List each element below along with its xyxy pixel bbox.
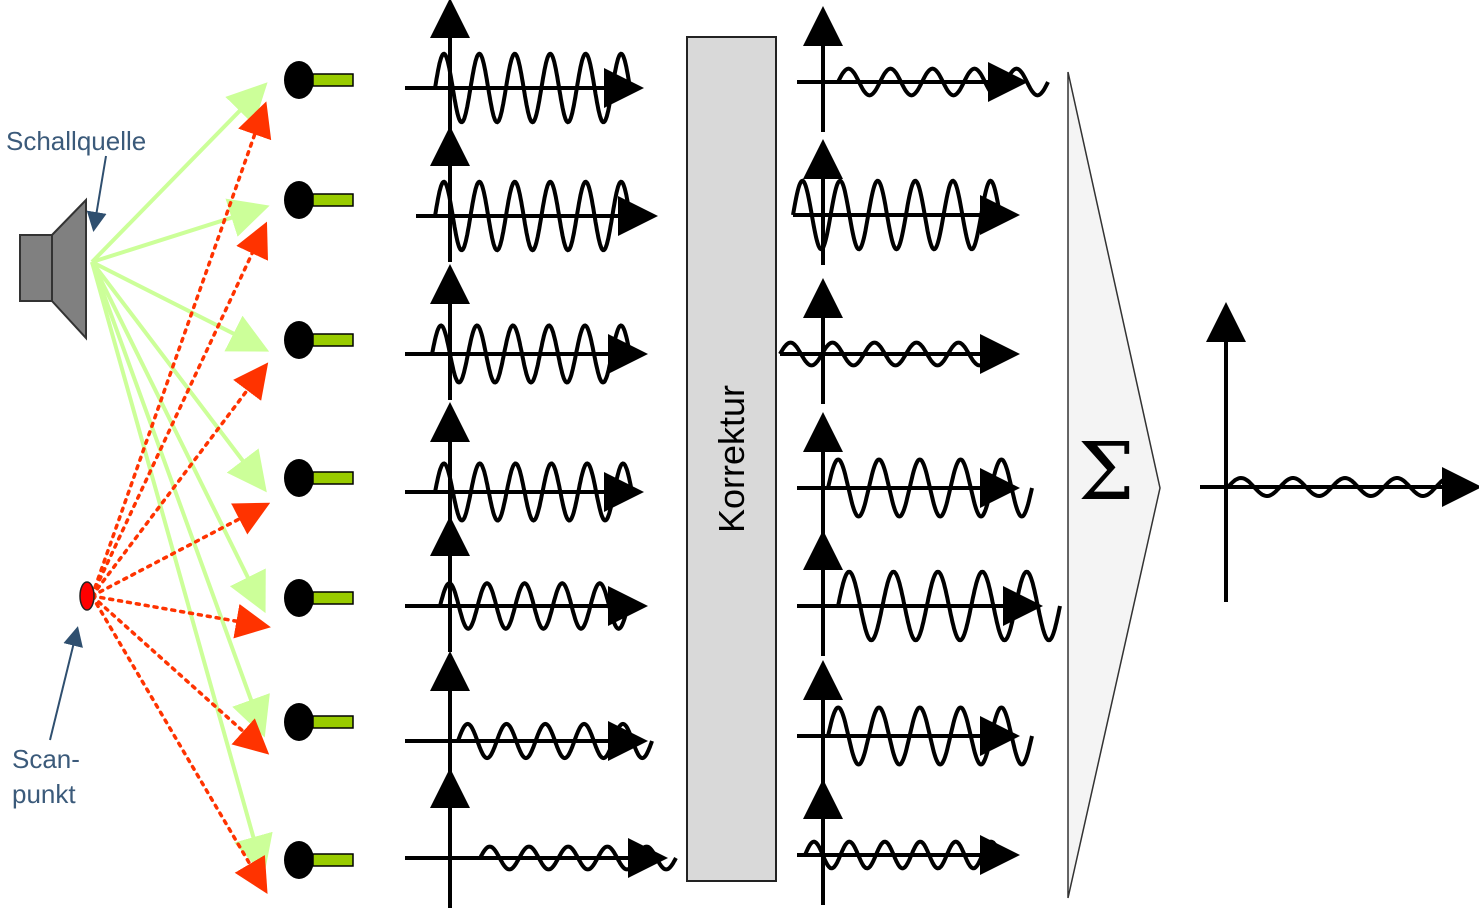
corrected-signal-2-wave (791, 178, 1002, 252)
microphone-body (312, 715, 354, 729)
input-signal-2-wave (433, 179, 632, 253)
input-signal-3-wave (430, 323, 632, 385)
scan-point-label-line2: punkt (12, 779, 76, 810)
scan-ray-3 (90, 362, 269, 598)
microphone-icon (284, 459, 314, 497)
microphone-icon (284, 841, 314, 879)
source-ray-7 (90, 261, 273, 876)
input-signal-7-wave (478, 844, 678, 872)
source-ray-5 (90, 261, 266, 614)
microphone-icon (284, 61, 314, 99)
source-ray-6 (90, 261, 270, 738)
speaker-icon (19, 234, 53, 302)
input-signal-6-wave (456, 721, 654, 761)
sound-source-label: Schallquelle (6, 126, 147, 156)
summation-chevron (1067, 71, 1161, 899)
microphone-body (312, 193, 354, 207)
microphone-body (312, 471, 354, 485)
scan-ray-5 (90, 594, 271, 639)
scan-ray-1 (90, 101, 272, 598)
microphone-icon (284, 703, 314, 741)
microphone-body (312, 333, 354, 347)
scan-ray-7 (90, 594, 268, 895)
correction-box: Korrektur (686, 36, 777, 882)
microphone-icon (284, 321, 314, 359)
scan-ray-4 (90, 502, 271, 598)
scan-callout-arrow (49, 626, 83, 741)
microphone-body (312, 853, 354, 867)
correction-label: Korrektur (710, 384, 752, 534)
scan-ray-6 (90, 594, 270, 755)
source-ray-3 (91, 260, 270, 352)
microphone-icon (284, 579, 314, 617)
microphone-icon (284, 181, 314, 219)
corrected-signal-1-wave (836, 66, 1050, 98)
microphone-body (312, 591, 354, 605)
corrected-signal-7-wave (803, 839, 1002, 871)
corrected-signal-3-wave (778, 340, 992, 368)
scan-point-icon (79, 581, 95, 611)
corrected-signal-4-wave (826, 457, 1034, 519)
scan-ray-2 (90, 221, 268, 598)
input-signal-4-wave (433, 461, 634, 523)
input-signal-1-wave (433, 51, 632, 125)
corrected-signal-6-wave (826, 705, 1034, 767)
source-ray-1 (90, 82, 268, 264)
corrected-signal-5-wave (836, 569, 1062, 643)
source-callout-arrow (86, 155, 107, 232)
scan-point-label-line1: Scan- (12, 744, 80, 774)
sum-symbol: Σ (1078, 425, 1135, 518)
speaker-cone-icon (51, 197, 87, 341)
source-ray-4 (90, 260, 267, 493)
input-signal-5-wave (438, 581, 630, 631)
output-signal-wave (1226, 475, 1464, 499)
microphone-body (312, 73, 354, 87)
scan-point-label: Scan- punkt (12, 742, 112, 812)
source-ray-2 (91, 198, 270, 264)
